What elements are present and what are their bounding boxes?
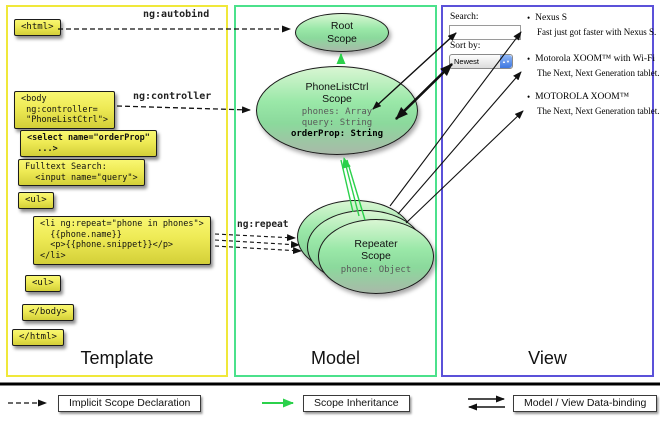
phonelistctrl-prop-orderprop: orderProp: String bbox=[290, 128, 384, 139]
template-panel-label: Template bbox=[80, 348, 154, 368]
model-panel: Model bbox=[234, 5, 437, 377]
phone-list-item: • Motorola XOOM™ with Wi-Fi The Next, Ne… bbox=[527, 54, 659, 78]
code-box-body-close: </body> bbox=[22, 304, 74, 322]
phonelistctrl-prop-query: query: String bbox=[301, 118, 373, 129]
root-scope-ellipse: Root Scope bbox=[295, 13, 389, 52]
search-input[interactable] bbox=[449, 25, 521, 40]
label-ng-autobind: ng:autobind bbox=[143, 9, 210, 20]
legend-implicit-scope-declaration: Implicit Scope Declaration bbox=[58, 395, 202, 412]
phone-item-title[interactable]: Motorola XOOM™ with Wi-Fi bbox=[535, 54, 656, 64]
view-panel-label: View bbox=[528, 348, 567, 368]
phonelistctrl-scope-title: PhoneListCtrl Scope bbox=[305, 81, 369, 106]
code-box-select: <select name="orderProp" ...> bbox=[20, 130, 157, 158]
code-box-body-open: <body ng:controller= "PhoneListCtrl"> bbox=[14, 91, 115, 129]
phonelistctrl-scope-ellipse: PhoneListCtrl Scope phones: Array query:… bbox=[256, 66, 418, 155]
legend-model-view-databinding: Model / View Data-binding bbox=[513, 395, 658, 412]
repeater-scope-ellipse-front: Repeater Scope phone: Object bbox=[318, 219, 434, 294]
code-box-html-open: <html> bbox=[14, 19, 61, 37]
model-panel-label: Model bbox=[310, 348, 361, 368]
sort-dropdown-value: Newest bbox=[454, 57, 480, 66]
phone-item-desc: The Next, Next Generation tablet. bbox=[537, 106, 660, 116]
template-panel: Template bbox=[6, 5, 228, 377]
search-label: Search: bbox=[450, 12, 479, 22]
sort-by-label: Sort by: bbox=[450, 41, 481, 51]
phonelistctrl-prop-phones: phones: Array bbox=[301, 107, 373, 118]
dropdown-stepper-icon[interactable]: ▲▼ bbox=[500, 55, 512, 68]
code-box-html-close: </html> bbox=[12, 329, 64, 347]
phone-item-desc: Fast just got faster with Nexus S. bbox=[537, 27, 657, 37]
bullet-icon: • bbox=[527, 13, 531, 23]
label-ng-repeat: ng:repeat bbox=[237, 219, 289, 230]
sort-dropdown[interactable]: Newest ▲▼ bbox=[449, 54, 513, 69]
bullet-icon: • bbox=[527, 54, 531, 64]
code-box-fulltext-search: Fulltext Search: <input name="query"> bbox=[18, 159, 145, 187]
label-ng-controller: ng:controller bbox=[133, 91, 212, 102]
phone-item-desc: The Next, Next Generation tablet. bbox=[537, 68, 660, 78]
root-scope-title: Root Scope bbox=[327, 20, 357, 45]
phone-list-item: • Nexus S Fast just got faster with Nexu… bbox=[527, 13, 656, 37]
bullet-icon: • bbox=[527, 92, 531, 102]
code-box-ul-close: <ul> bbox=[25, 275, 61, 293]
code-box-li-repeat: <li ng:repeat="phone in phones"> {{phone… bbox=[33, 216, 211, 265]
phone-item-title[interactable]: Nexus S bbox=[535, 13, 568, 23]
legend-scope-inheritance: Scope Inheritance bbox=[303, 395, 410, 412]
repeater-prop-phone: phone: Object bbox=[340, 264, 412, 275]
repeater-scope-title: Repeater Scope bbox=[354, 237, 398, 262]
phone-item-title[interactable]: MOTOROLA XOOM™ bbox=[535, 92, 630, 102]
code-box-ul-open: <ul> bbox=[18, 192, 54, 210]
phone-list-item: • MOTOROLA XOOM™ The Next, Next Generati… bbox=[527, 92, 659, 116]
